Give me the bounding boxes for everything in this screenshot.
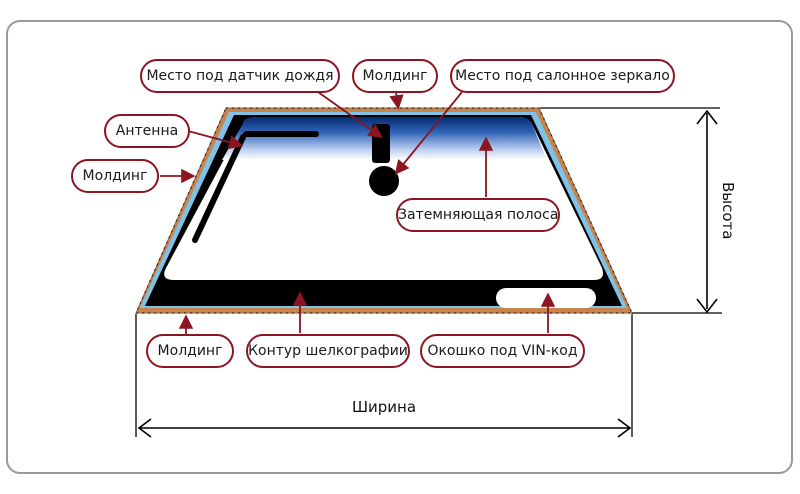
leader-lines	[160, 91, 556, 336]
leader-molding-top	[389, 91, 404, 110]
leader-antenna	[187, 130, 244, 150]
label-molding-left: Молдинг	[71, 159, 159, 193]
height-label: Высота	[719, 182, 737, 240]
label-shade-band: Затемняющая полоса	[396, 198, 560, 232]
label-rain-sensor: Место под датчик дождя	[140, 59, 340, 93]
height-dimension	[540, 107, 722, 314]
label-vin-window: Окошко под VIN-код	[420, 334, 585, 368]
width-label: Ширина	[352, 398, 417, 416]
mirror-mount-area	[369, 166, 399, 196]
label-molding-bottom: Молдинг	[146, 334, 234, 368]
label-mirror-mount: Место под салонное зеркало	[450, 59, 675, 93]
label-antenna: Антенна	[104, 114, 190, 148]
leader-rain-sensor	[317, 91, 383, 139]
rain-sensor-area	[372, 124, 390, 163]
width-dimension	[135, 314, 633, 438]
label-molding-top: Молдинг	[352, 59, 438, 93]
leader-mirror	[394, 91, 463, 175]
label-silkscreen-contour: Контур шелкографии	[246, 334, 410, 368]
vin-window-area	[496, 288, 596, 308]
